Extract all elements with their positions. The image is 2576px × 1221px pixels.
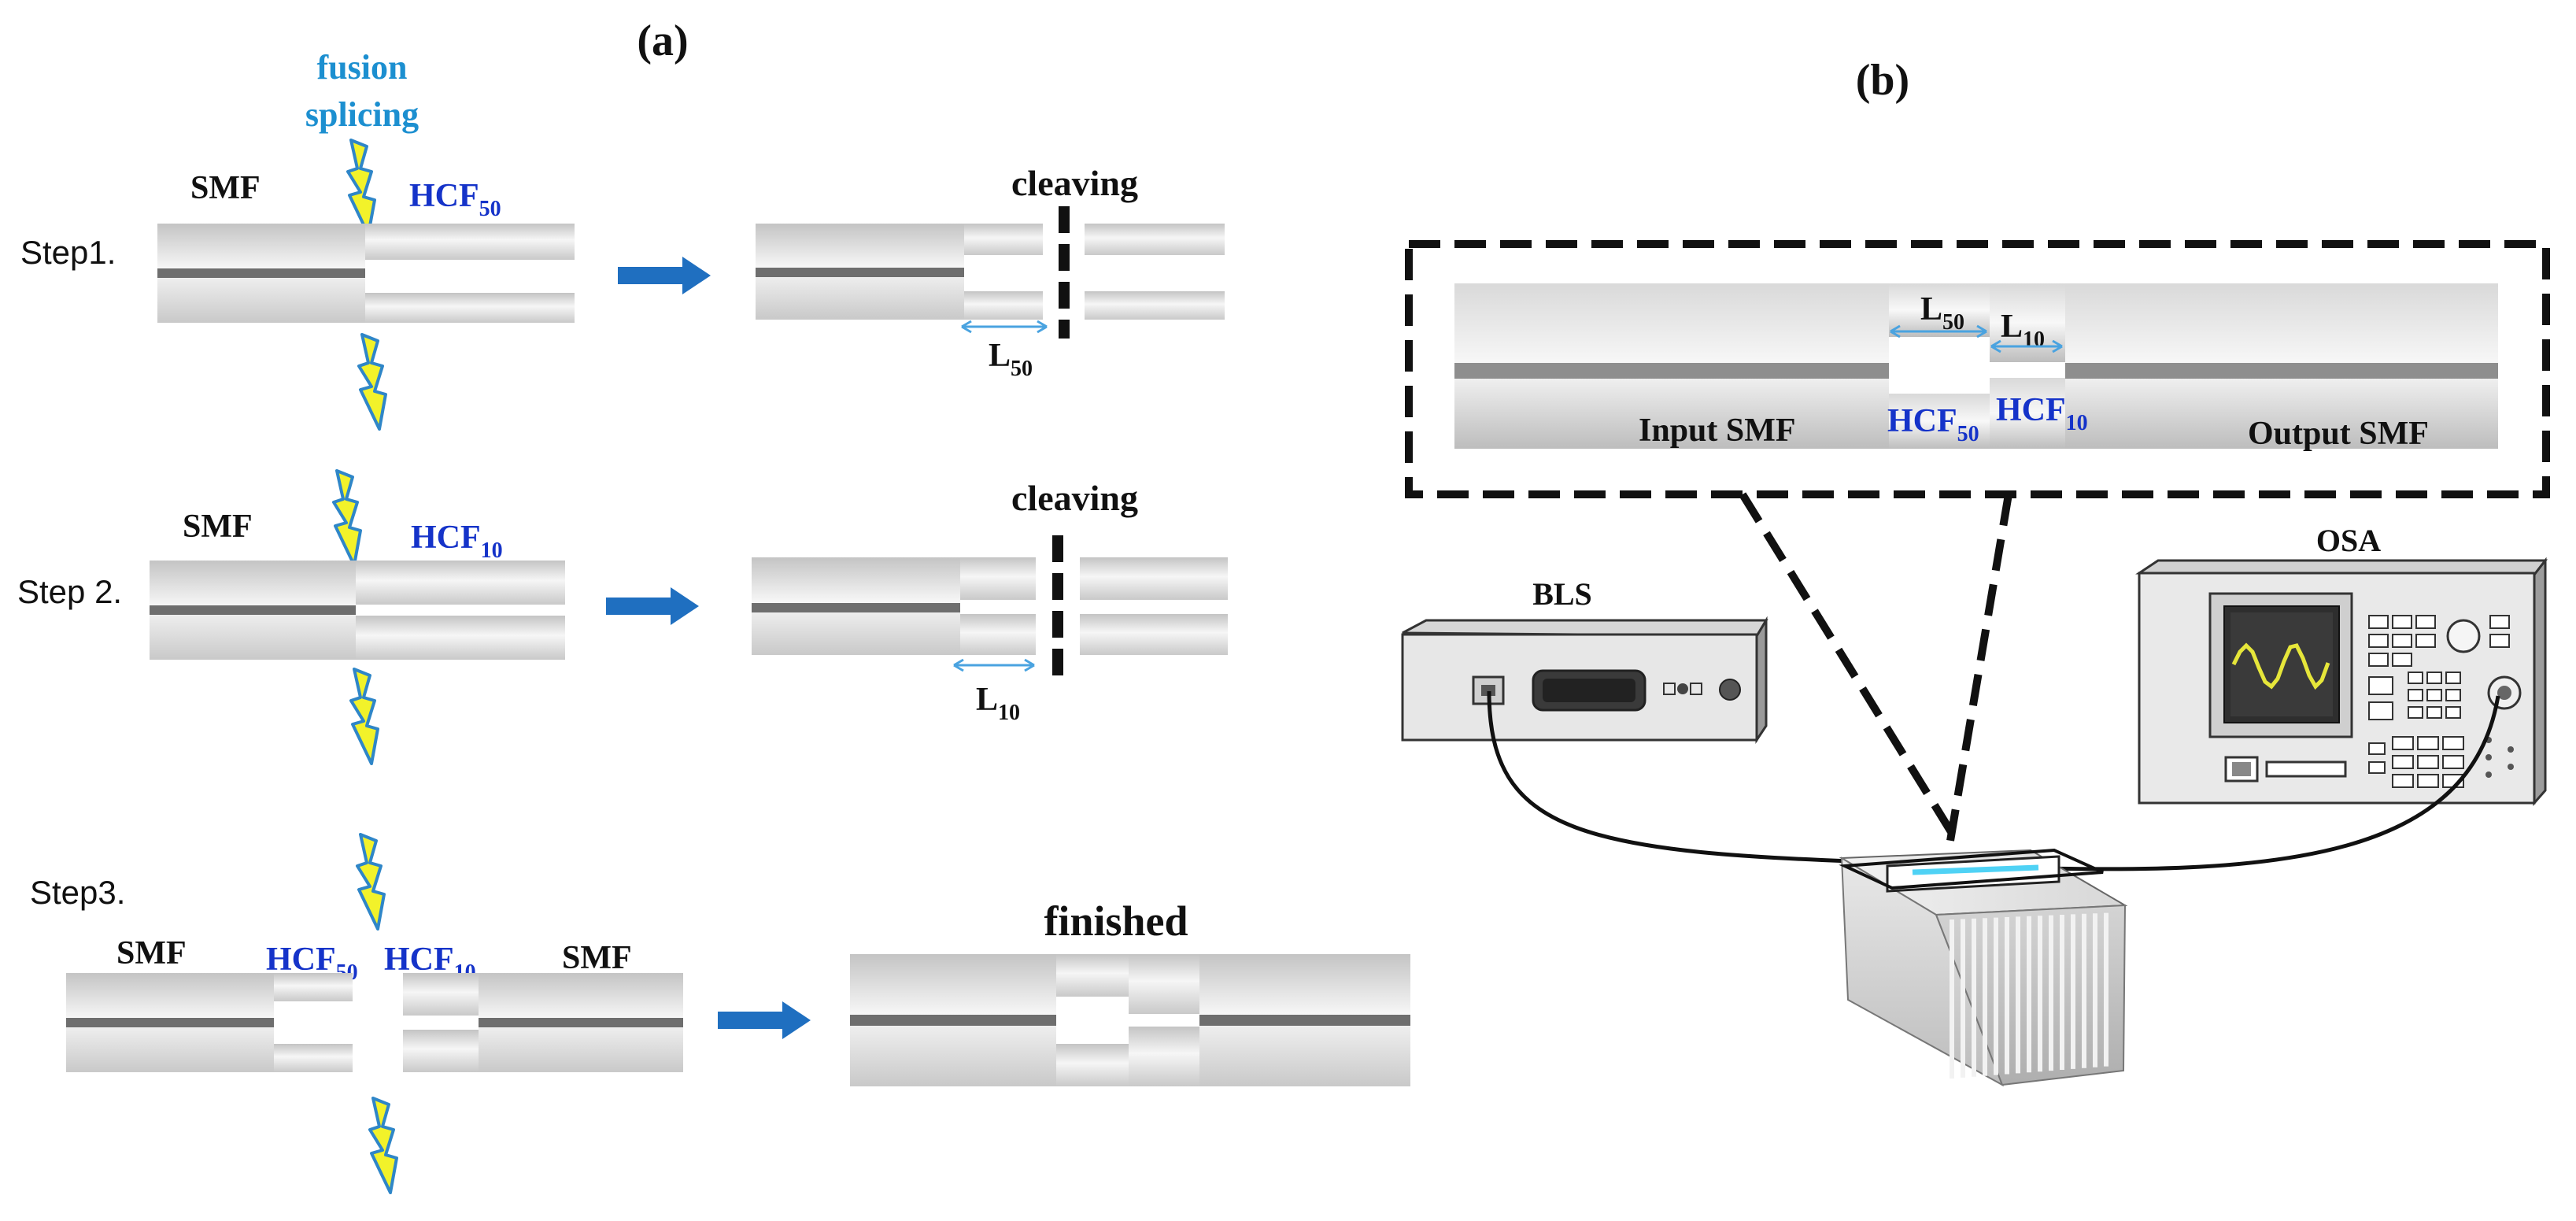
step1-label: Step1.	[20, 234, 116, 271]
step3-right-assembly	[403, 973, 683, 1072]
zoom-inset-box	[1405, 240, 2550, 498]
lightning-bolt-icon	[368, 1097, 398, 1194]
inset-L10-label: L10	[2001, 309, 2045, 352]
inset-hcf50-label: HCF50	[1887, 403, 1979, 446]
zoom-leader-left	[1739, 492, 1961, 843]
sensing-fiber-highlight	[1912, 864, 2039, 875]
step1-hcf50-label: HCF50	[409, 178, 501, 221]
step2-L10-label: L10	[976, 682, 1020, 725]
output-smf-label: Output SMF	[2248, 416, 2429, 452]
step1-result-fiber	[756, 224, 1225, 320]
step3-label: Step3.	[30, 874, 125, 911]
step1-smf-label: SMF	[190, 170, 261, 206]
fusion-splicing-label-line1: fusion	[317, 48, 408, 87]
right-arrow-icon	[606, 587, 699, 625]
finished-label: finished	[1044, 897, 1188, 945]
step1-L50-label: L50	[989, 338, 1033, 381]
step3-hcf10-label: HCF10	[384, 942, 476, 985]
step1-hcf50-fiber	[365, 224, 575, 323]
osa-analyzer	[2135, 557, 2548, 806]
step1-cleaving-label: cleaving	[1011, 163, 1138, 203]
step2-hcf10-fiber	[356, 561, 565, 660]
input-smf-label: Input SMF	[1639, 413, 1796, 449]
step2-cleaving-label: cleaving	[1011, 478, 1138, 518]
lightning-bolt-icon	[349, 668, 379, 765]
lightning-bolt-icon	[356, 833, 386, 931]
step2-smf-fiber	[150, 561, 356, 660]
lightning-bolt-icon	[346, 139, 376, 236]
bls-label: BLS	[1532, 576, 1592, 612]
step3-smf-right-label: SMF	[562, 940, 632, 976]
sensor-fiber-structure	[1454, 283, 2498, 449]
panel-a-label: (a)	[637, 17, 688, 65]
zoom-leader-right	[1946, 494, 2012, 842]
panel-b-label: (b)	[1856, 56, 1909, 105]
osa-spectrum-trace	[2231, 642, 2330, 690]
finished-fiber	[850, 954, 1410, 1086]
lightning-bolt-icon	[332, 469, 362, 567]
step2-result-fiber	[752, 557, 1228, 655]
lightning-bolt-icon	[357, 333, 387, 431]
step2-smf-label: SMF	[183, 509, 253, 545]
fusion-splicing-label-line2: splicing	[305, 95, 419, 134]
step3-smf-left-label: SMF	[116, 935, 187, 971]
inset-hcf10-label: HCF10	[1996, 392, 2088, 435]
right-arrow-icon	[618, 257, 711, 294]
step2-label: Step 2.	[17, 573, 122, 610]
step1-smf-fiber	[157, 224, 365, 323]
output-patch-fiber	[2014, 695, 2500, 871]
right-arrow-icon	[718, 1001, 811, 1039]
step3-hcf50-label: HCF50	[266, 942, 358, 985]
step2-hcf10-label: HCF10	[411, 520, 503, 563]
heating-stage	[1839, 848, 2128, 1087]
sample-frame	[1839, 848, 2104, 890]
osa-label: OSA	[2316, 523, 2381, 558]
bls-light-source	[1401, 616, 1768, 744]
input-patch-fiber	[1487, 690, 1899, 865]
step3-left-assembly	[66, 973, 353, 1072]
